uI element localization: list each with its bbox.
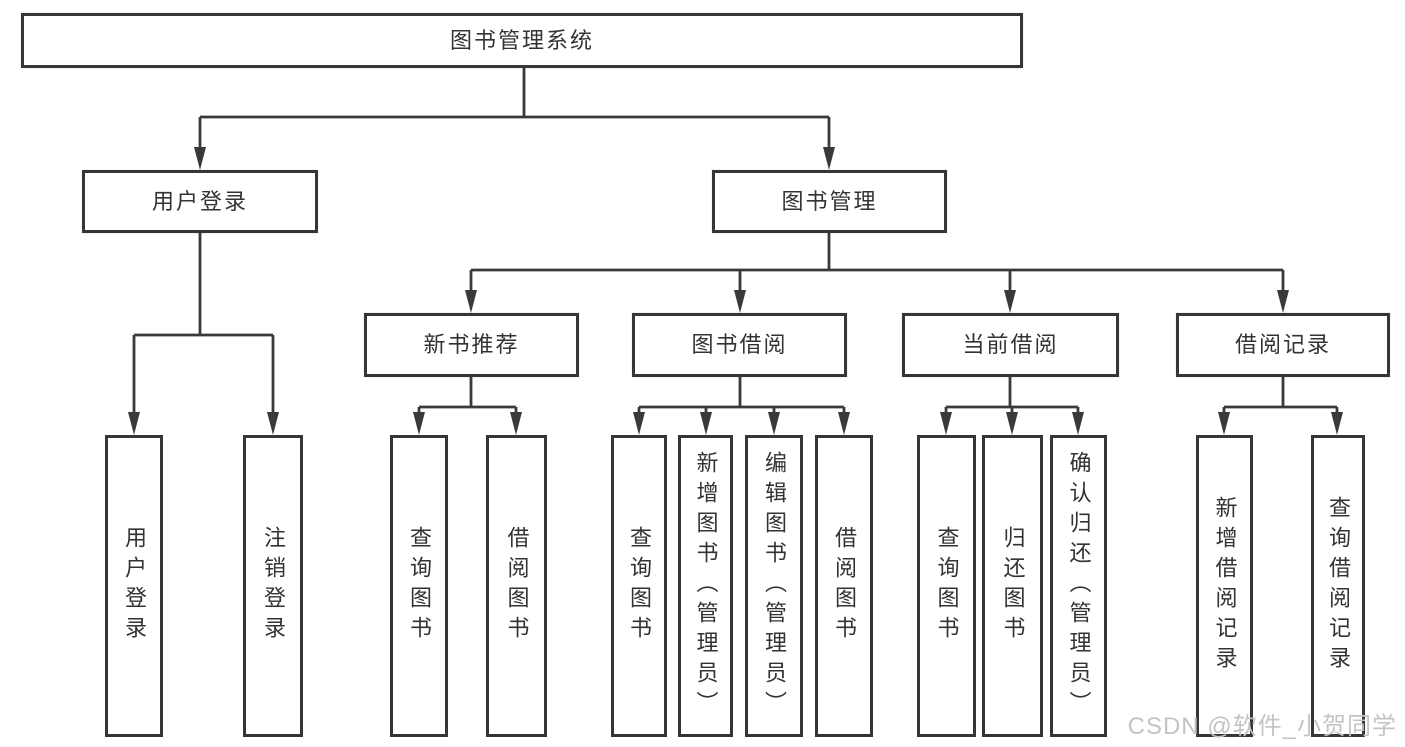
leaf-add-borrow-record: 新增借阅记录 <box>1196 435 1253 737</box>
leaf-label: 确认归还（管理员） <box>1066 451 1092 721</box>
node-label: 借阅记录 <box>1234 332 1331 357</box>
connector-new-book-children <box>417 377 518 418</box>
leaf-query-books-current: 查询图书 <box>917 435 976 737</box>
leaf-edit-books-admin: 编辑图书（管理员） <box>745 435 803 737</box>
leaf-label: 查询借阅记录 <box>1326 496 1351 676</box>
leaf-add-books-admin: 新增图书（管理员） <box>678 435 733 737</box>
leaf-return-books: 归还图书 <box>982 435 1043 737</box>
leaf-label: 归还图书 <box>1000 526 1026 646</box>
leaf-label: 新增图书（管理员） <box>693 451 719 721</box>
leaf-label: 新增借阅记录 <box>1212 496 1238 676</box>
leaf-label: 查询图书 <box>627 526 652 646</box>
connector-root-to-level2 <box>198 68 831 150</box>
connector-borrow-children <box>637 377 846 418</box>
leaf-borrow-books-recommend: 借阅图书 <box>486 435 547 737</box>
leaf-query-books-recommend: 查询图书 <box>390 435 448 737</box>
node-label: 用户登录 <box>151 188 248 214</box>
leaf-label: 用户登录 <box>122 526 147 646</box>
node-label: 图书管理系统 <box>449 27 594 53</box>
node-book-management: 图书管理 <box>712 170 947 233</box>
leaf-query-books-borrowing: 查询图书 <box>611 435 667 737</box>
node-new-book-recommend: 新书推荐 <box>364 313 579 377</box>
node-book-borrowing: 图书借阅 <box>632 313 847 377</box>
node-label: 图书管理 <box>781 188 878 214</box>
leaf-label: 借阅图书 <box>504 526 530 646</box>
node-label: 当前借阅 <box>962 332 1059 357</box>
node-user-login: 用户登录 <box>82 170 318 233</box>
connector-records-children <box>1222 377 1339 418</box>
arrow-down-icons <box>128 147 1343 435</box>
leaf-label: 注销登录 <box>261 526 286 646</box>
connector-user-login-children <box>132 233 275 420</box>
leaf-logout: 注销登录 <box>243 435 303 737</box>
node-label: 新书推荐 <box>423 332 520 357</box>
leaf-user-login: 用户登录 <box>105 435 163 737</box>
connector-current-children <box>944 377 1080 418</box>
leaf-borrow-books-borrowing: 借阅图书 <box>815 435 873 737</box>
leaf-label: 查询图书 <box>407 526 432 646</box>
leaf-label: 借阅图书 <box>832 526 857 646</box>
node-borrowing-records: 借阅记录 <box>1176 313 1390 377</box>
node-label: 图书借阅 <box>691 332 788 357</box>
connector-book-mgmt-children <box>469 233 1285 295</box>
leaf-label: 查询图书 <box>934 526 960 646</box>
csdn-watermark: CSDN @软件_小贺同学 <box>1127 713 1397 740</box>
leaf-query-borrow-record: 查询借阅记录 <box>1311 435 1365 737</box>
leaf-confirm-return-admin: 确认归还（管理员） <box>1050 435 1107 737</box>
leaf-label: 编辑图书（管理员） <box>762 451 787 721</box>
node-current-borrowing: 当前借阅 <box>902 313 1119 377</box>
node-root-system: 图书管理系统 <box>21 13 1023 68</box>
